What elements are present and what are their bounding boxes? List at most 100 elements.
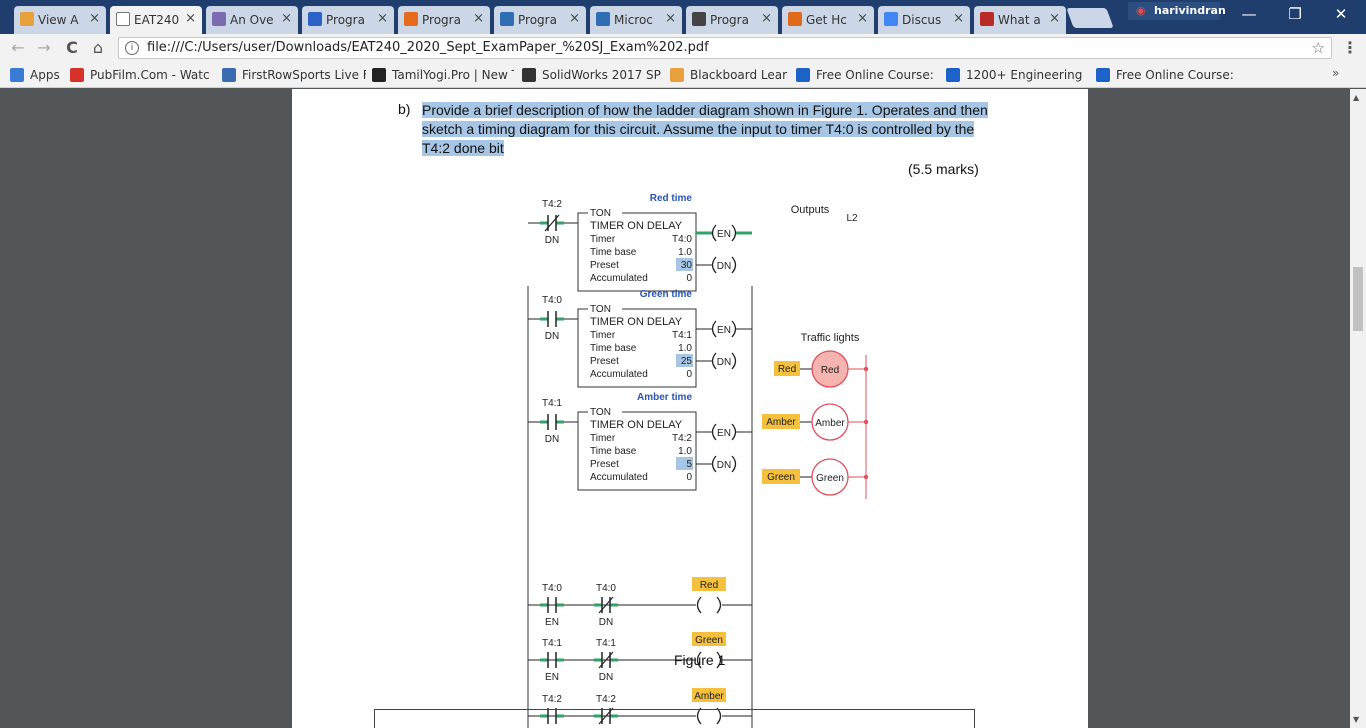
timer-field-name: Time base — [590, 343, 637, 354]
question-text: Provide a brief description of how the l… — [422, 101, 988, 158]
timer-box — [577, 411, 697, 491]
bookmark-8[interactable]: 1200+ Engineering Cc — [946, 67, 1086, 83]
tab-11[interactable]: What a× — [974, 6, 1066, 34]
bookmarks-bar: Apps PubFilm.Com - Watch FirstRowSports Li… — [0, 62, 1366, 88]
star-icon[interactable]: ☆ — [1311, 39, 1325, 57]
scroll-up-icon[interactable]: ▲ — [1353, 93, 1360, 102]
tab-5[interactable]: Progra× — [398, 6, 490, 34]
tab-close-icon[interactable]: × — [89, 11, 100, 26]
minimize-button[interactable]: — — [1241, 5, 1257, 23]
timer-heading: Amber time — [637, 392, 692, 403]
timer-contact-sub: DN — [545, 235, 559, 246]
bookmark-1[interactable]: Apps — [10, 67, 66, 83]
tab-close-icon[interactable]: × — [473, 11, 484, 26]
reload-button[interactable]: C — [66, 38, 78, 57]
tab-close-icon[interactable]: × — [185, 11, 196, 26]
timer-field-value: 0 — [686, 369, 692, 380]
output-contact-2-slash — [598, 596, 614, 614]
tab-close-icon[interactable]: × — [953, 11, 964, 26]
bookmark-label: Apps — [30, 68, 60, 82]
question-label: b) — [398, 101, 411, 117]
output-contact-1-sub: EN — [545, 617, 559, 628]
output-contact-2-label: T4:2 — [596, 694, 616, 705]
close-window-button[interactable]: ✕ — [1334, 5, 1348, 23]
scrollbar[interactable]: ▲ ▼ — [1350, 89, 1366, 728]
profile-button[interactable]: ◉ harivindran — [1128, 2, 1226, 20]
tab-close-icon[interactable]: × — [569, 11, 580, 26]
info-icon[interactable]: i — [125, 41, 139, 55]
output-contact-2-slash — [598, 651, 614, 669]
l2-label: L2 — [846, 213, 858, 224]
bookmark-3[interactable]: FirstRowSports Live Fc — [222, 67, 366, 83]
menu-icon[interactable]: ⋮ — [1342, 38, 1358, 57]
tab-9[interactable]: Get Hc× — [782, 6, 874, 34]
home-button[interactable]: ⌂ — [92, 38, 104, 57]
output-tag-bg — [692, 577, 726, 591]
timer-contact-label: T4:1 — [542, 398, 562, 409]
restore-button[interactable]: ❐ — [1288, 5, 1302, 23]
tab-3[interactable]: An Ove × — [206, 6, 298, 34]
tab-close-icon[interactable]: × — [857, 11, 868, 26]
bookmarks-more-icon[interactable]: » — [1332, 66, 1340, 80]
bookmark-5[interactable]: SolidWorks 2017 SP5 — [522, 67, 662, 83]
dn-coil-label: DN — [717, 460, 731, 471]
tab-strip: View A×EAT240×An Ove×Progra×Progra×Progr… — [0, 0, 1366, 34]
light-junction-dot — [863, 419, 869, 425]
timer-field-name: Time base — [590, 446, 637, 457]
forward-button[interactable]: → — [37, 38, 51, 57]
back-button[interactable]: ← — [11, 38, 25, 57]
question-line-1: Provide a brief description of how the l… — [422, 102, 988, 118]
bookmark-4[interactable]: TamilYogi.Pro | New Ta — [372, 67, 514, 83]
c-icon — [788, 12, 802, 26]
tab-10[interactable]: Discus× — [878, 6, 970, 34]
timer-field-name: Timer — [590, 234, 616, 245]
tab-close-icon[interactable]: × — [1049, 11, 1060, 26]
tab-2[interactable]: EAT240 × — [110, 6, 202, 34]
tab-title: EAT240 — [134, 13, 180, 27]
course-icon — [1096, 68, 1110, 82]
marks-label: (5.5 marks) — [908, 161, 979, 177]
pencil-icon — [20, 12, 34, 26]
timer-field-value: 30 — [681, 260, 693, 271]
dn-coil-arc-left — [711, 455, 717, 473]
tab-1[interactable]: View A × — [14, 6, 106, 34]
dn-coil-arc-right — [731, 256, 737, 274]
new-tab-button[interactable] — [1066, 8, 1114, 28]
c3-icon — [596, 12, 610, 26]
output-tag: Red — [700, 580, 718, 591]
tab-close-icon[interactable]: × — [761, 11, 772, 26]
tab-title: An Ove — [230, 13, 274, 27]
bookmark-6[interactable]: Blackboard Learn — [670, 67, 788, 83]
bookmark-7[interactable]: Free Online Course: A — [796, 67, 936, 83]
ton-label: TON — [590, 304, 611, 315]
scroll-down-icon[interactable]: ▼ — [1353, 715, 1360, 724]
timer-box — [577, 212, 697, 292]
tab-6[interactable]: Progra× — [494, 6, 586, 34]
scroll-thumb[interactable] — [1353, 267, 1363, 331]
tab-title: Microc — [614, 13, 653, 27]
output-coil-arc-left — [696, 596, 702, 614]
timer-heading: Green time — [640, 289, 693, 300]
tab-close-icon[interactable]: × — [281, 11, 292, 26]
timer-heading: Red time — [650, 193, 693, 204]
tab-close-icon[interactable]: × — [665, 11, 676, 26]
bookmark-label: FirstRowSports Live Fc — [242, 68, 366, 82]
bookmark-2[interactable]: PubFilm.Com - Watch — [70, 67, 210, 83]
pencil-icon — [670, 68, 684, 82]
tab-title: View A — [38, 13, 79, 27]
address-bar[interactable]: i file:///C:/Users/user/Downloads/EAT240… — [118, 37, 1332, 59]
timer-field-name: Timer — [590, 330, 616, 341]
timer-contact-sub: DN — [545, 331, 559, 342]
timer-field-name: Timer — [590, 433, 616, 444]
pdf-viewport[interactable]: b) Provide a brief description of how th… — [0, 89, 1350, 728]
dn-coil-arc-right — [731, 352, 737, 370]
tab-7[interactable]: Microc × — [590, 6, 682, 34]
en-coil-label: EN — [717, 325, 731, 336]
tab-close-icon[interactable]: × — [377, 11, 388, 26]
light-tag: Amber — [766, 417, 796, 428]
bookmark-9[interactable]: Free Online Course: M — [1096, 67, 1236, 83]
tab-8[interactable]: Progra× — [686, 6, 778, 34]
ton-label: TON — [590, 208, 611, 219]
tab-4[interactable]: Progra× — [302, 6, 394, 34]
circle-c-icon — [212, 12, 226, 26]
